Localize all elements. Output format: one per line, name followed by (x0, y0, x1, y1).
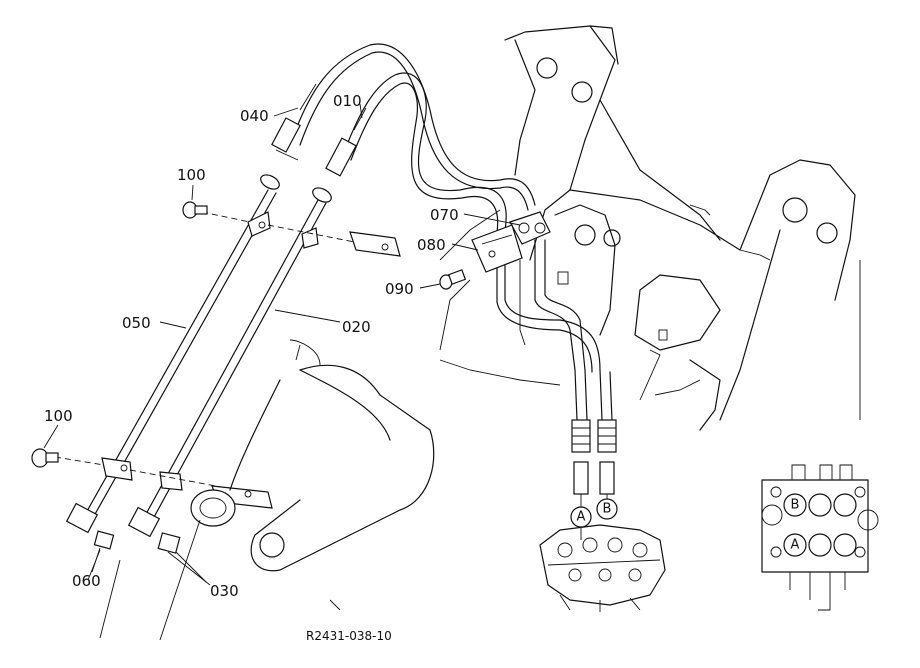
callout-050: 050 (122, 314, 151, 332)
hose-fittings-valve (571, 419, 617, 540)
leader-020 (274, 309, 341, 323)
lift-arm (99, 339, 435, 641)
leader-080 (451, 243, 479, 251)
hose-010-upper (342, 72, 561, 331)
callout-090: 090 (385, 280, 414, 298)
callout-020: 020 (342, 318, 371, 336)
callout-060: 060 (72, 572, 101, 590)
pipe-bottom-fittings (65, 502, 211, 586)
detail-port-a: A (791, 538, 800, 553)
leader-060 (91, 547, 101, 573)
leader-030 (175, 551, 207, 583)
hose-clamp-080 (471, 224, 523, 273)
leader-090 (419, 283, 441, 289)
svg-text:B: B (603, 502, 612, 517)
svg-text:A: A (577, 510, 586, 525)
bolt-100-upper (182, 201, 208, 219)
pipe-clamp-lower (54, 456, 273, 509)
control-valve-assembly (539, 524, 666, 612)
pipe-top-fittings (260, 83, 367, 203)
callout-080: 080 (417, 236, 446, 254)
callout-040: 040 (240, 107, 269, 125)
callout-100-upper: 100 (177, 166, 206, 184)
port-b-marker: B (596, 498, 618, 520)
bolt-100-lower (31, 448, 59, 468)
bolt-090 (439, 269, 467, 290)
hose-routing-lower (534, 239, 613, 421)
callout-010: 010 (333, 92, 362, 110)
callout-070: 070 (430, 206, 459, 224)
callout-030: 030 (210, 582, 239, 600)
leader-100b (43, 424, 59, 449)
drawing-number: R2431-038-10 (306, 629, 392, 643)
loader-frame (439, 25, 861, 431)
leader-070 (463, 213, 521, 226)
callout-labels: 040 010 100 070 080 090 050 020 100 060 … (44, 92, 459, 643)
detail-port-b: B (791, 498, 800, 513)
valve-detail-inset: B A (761, 464, 879, 611)
callout-100-lower: 100 (44, 407, 73, 425)
hose-040-upper (291, 43, 536, 211)
leader-100a (191, 184, 194, 201)
pipe-clamp-upper (201, 211, 401, 257)
hose-clamp-070 (509, 211, 551, 245)
leader-050 (159, 321, 187, 329)
port-a-marker: A (570, 506, 592, 528)
